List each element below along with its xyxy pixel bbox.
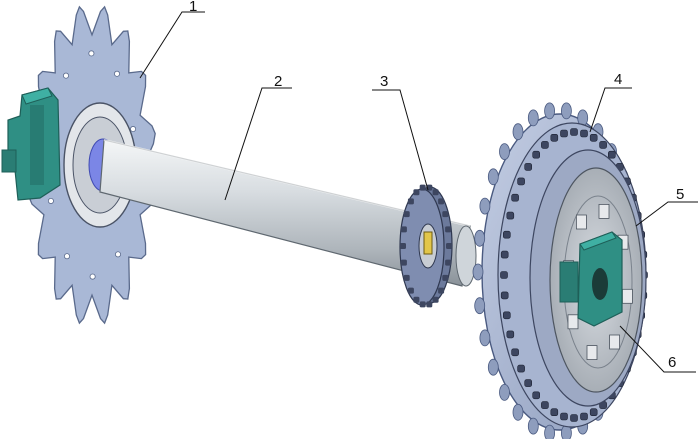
right-bearing-bracket: [559, 231, 623, 327]
chain-link: [589, 134, 598, 142]
chain-link: [607, 150, 616, 159]
chain-link: [570, 128, 578, 136]
callout-5: 5: [635, 186, 698, 227]
small-sprocket-tooth: [400, 259, 407, 266]
large-sprocket-tooth: [487, 358, 499, 376]
chain-link: [506, 211, 515, 220]
small-sprocket-tooth: [446, 243, 452, 249]
plate-spring: [567, 314, 579, 330]
small-sprocket-tooth: [445, 259, 452, 266]
chain-link: [541, 141, 549, 149]
chain-link: [570, 414, 578, 422]
chain-link: [550, 408, 559, 417]
plate-spring: [586, 345, 598, 361]
small-sprocket-tooth: [413, 189, 420, 196]
chain-link: [500, 271, 508, 279]
bolt-hole: [62, 72, 69, 79]
callout-5-label: 5: [676, 186, 684, 203]
chain-link: [500, 250, 509, 259]
chain-link: [560, 129, 568, 138]
callout-2-label: 2: [274, 73, 282, 90]
chain-link: [502, 230, 511, 239]
chain-link: [517, 364, 525, 373]
small-sprocket-tooth: [407, 198, 414, 205]
small-sprocket-tooth: [403, 274, 410, 281]
callout-4: 4: [589, 71, 632, 133]
chain-link: [550, 134, 559, 142]
small-sprocket-tooth: [426, 301, 433, 308]
large-sprocket-tooth: [479, 197, 491, 215]
bolt-hole: [63, 253, 70, 260]
bolt-hole: [130, 126, 137, 133]
large-sprocket-tooth: [544, 424, 555, 439]
large-sprocket-tooth: [474, 297, 486, 315]
small-sprocket-tooth: [413, 296, 420, 303]
bolt-hole: [47, 197, 54, 204]
chain-link: [502, 311, 511, 320]
callout-4-label: 4: [614, 71, 622, 88]
small-sprocket-tooth: [438, 198, 445, 205]
chain-link: [517, 177, 525, 186]
chain-link: [511, 193, 519, 202]
large-sprocket-tooth: [472, 263, 484, 281]
bolt-hole: [88, 50, 95, 57]
callout-1-label: 1: [189, 0, 197, 15]
large-sprocket-tooth: [487, 168, 499, 186]
small-sprocket-tooth: [419, 301, 426, 308]
chain-link: [500, 291, 509, 300]
chain-link: [599, 141, 607, 149]
bolt-hole: [114, 70, 121, 77]
large-sprocket-tooth: [499, 383, 510, 401]
chain-link: [524, 163, 533, 171]
plate-spring: [622, 288, 633, 304]
callout-6: 6: [619, 325, 696, 373]
callout-3-label: 3: [380, 73, 388, 90]
chain-link: [580, 412, 588, 421]
callout-2: 2: [224, 73, 292, 201]
small-sprocket-tooth: [432, 189, 439, 196]
large-sprocket-tooth: [544, 102, 555, 120]
small-sprocket-tooth: [407, 287, 414, 294]
chain-link: [532, 391, 541, 400]
large-sprocket-tooth: [512, 403, 524, 421]
small-sprocket-tooth: [400, 243, 406, 249]
bolt-hole: [115, 251, 122, 258]
plate-spring: [609, 334, 620, 350]
small-sprocket-tooth: [442, 211, 449, 218]
large-sprocket-tooth: [561, 102, 572, 120]
small-sprocket-tooth: [432, 296, 439, 303]
large-sprocket-tooth: [512, 123, 524, 141]
small-sprocket-tooth: [438, 287, 445, 294]
callout-1: 1: [139, 0, 205, 79]
small-sprocket-tooth: [442, 274, 449, 281]
large-sprocket-tooth: [527, 109, 539, 127]
chain-link: [589, 408, 598, 417]
left-bearing-bracket: [1, 87, 61, 201]
small-sprocket-tooth: [445, 226, 452, 233]
chain-link: [511, 348, 519, 357]
chain-link: [580, 129, 588, 138]
large-sprocket-tooth: [527, 417, 539, 435]
small-sprocket-tooth: [403, 211, 410, 218]
small-sprocket-tooth: [400, 226, 407, 233]
bolt-hole: [89, 273, 96, 280]
small-sprocket-tooth: [419, 184, 426, 191]
chain-link: [506, 330, 515, 339]
callout-3: 3: [372, 73, 429, 191]
chain-link: [560, 412, 568, 421]
plate-spring: [598, 203, 610, 219]
large-sprocket-tooth: [499, 143, 510, 161]
large-sprocket-tooth: [479, 329, 491, 347]
chain-link: [541, 401, 549, 409]
plate-spring: [576, 214, 587, 230]
callout-6-label: 6: [668, 354, 676, 371]
small-double-sprocket: [399, 184, 453, 308]
large-sprocket-tooth: [474, 229, 486, 247]
chain-link: [524, 379, 533, 387]
chain-link: [532, 150, 541, 159]
